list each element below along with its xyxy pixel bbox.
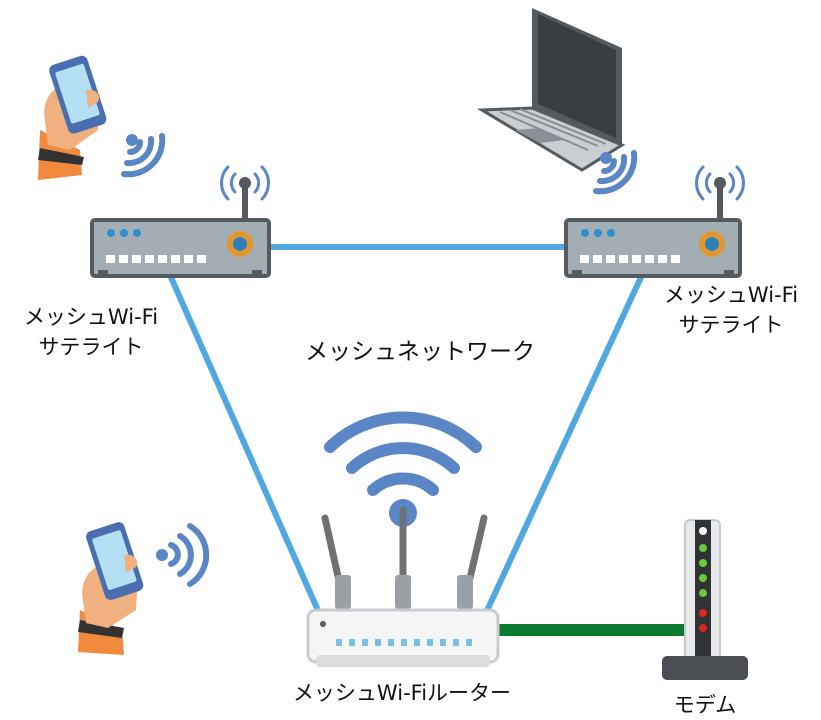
mesh-links: [167, 244, 645, 618]
satellite-right-icon: [564, 165, 745, 278]
mesh-network-label: メッシュネットワーク: [305, 339, 535, 365]
satellite-right-label: メッシュWi-Fi サテライト: [641, 280, 821, 340]
link-right-satellite-router: [482, 272, 645, 618]
modem-label: モデム: [673, 693, 737, 717]
smartphone-hand-top-icon: [38, 55, 166, 180]
link-left-satellite-router: [167, 272, 323, 618]
satellite-left-icon: [90, 165, 271, 278]
satellite-right-label-line2: サテライト: [678, 313, 784, 337]
smartphone-hand-bottom-icon: [78, 522, 210, 655]
modem-icon: [662, 519, 748, 680]
router-label: メッシュWi-Fiルーター: [292, 681, 512, 705]
router-icon: [306, 411, 500, 667]
satellite-right-label-line1: メッシュWi-Fi: [663, 283, 799, 307]
satellite-left-label: メッシュWi-Fi サテライト: [0, 302, 182, 362]
satellite-left-label-line1: メッシュWi-Fi: [23, 305, 159, 329]
satellite-left-label-line2: サテライト: [38, 335, 144, 359]
laptop-icon: [476, 8, 638, 195]
